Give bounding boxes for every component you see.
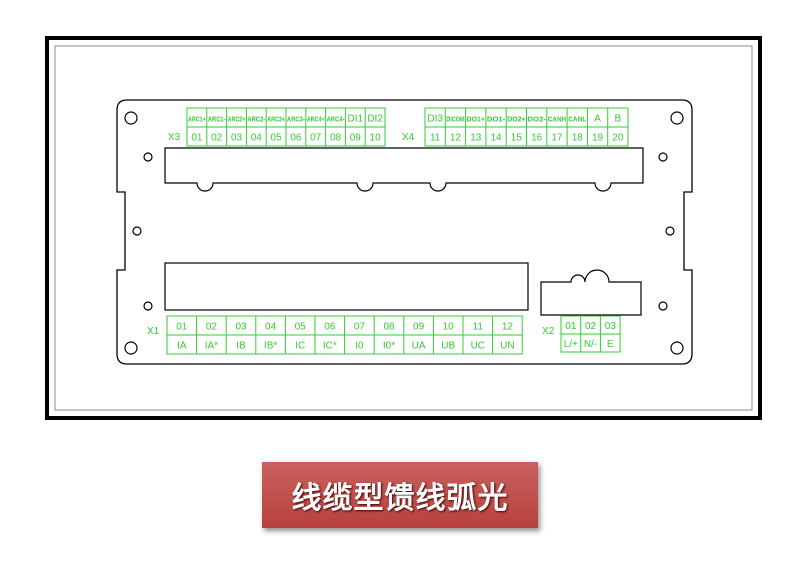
top-connector [164, 147, 644, 192]
hole-icon [658, 301, 668, 311]
x3-signal-cell: ARC4+ [307, 117, 325, 124]
x4-signal-cell: DO1- [487, 117, 506, 124]
x1-signal-cell: IA [177, 341, 187, 352]
x3-number-cell: 09 [350, 133, 362, 144]
hole-icon [670, 341, 684, 355]
terminal-tables: X3 ARC1+ 01 ARC1- 02 ARC2+ 03 ARC2- 04 ARC3+ 05 ARC… [147, 107, 629, 355]
x4-number-cell: 19 [592, 133, 604, 144]
x2-number-cell: 03 [605, 321, 617, 332]
hole-icon [143, 301, 153, 311]
x3-number-cell: 07 [310, 133, 322, 144]
x1-number-cell: 06 [324, 322, 336, 333]
x4-number-cell: 16 [531, 133, 543, 144]
x1-number-cell: 07 [354, 322, 366, 333]
x1-number-cell: 05 [295, 322, 307, 333]
x4-number-cell: 15 [511, 133, 523, 144]
x4-number-cell: 20 [612, 133, 624, 144]
x4-number-cell: 17 [551, 133, 563, 144]
x3-signal-cell: ARC4- [327, 117, 345, 124]
x4-signal-cell: DO2+ [507, 117, 525, 124]
hole-icon [658, 152, 668, 162]
x1-signal-cell: UB [441, 341, 455, 352]
x1-number-cell: 12 [502, 322, 514, 333]
mounting-holes [124, 111, 684, 355]
x4-number-cell: 13 [470, 133, 482, 144]
x3-signal-cell: ARC2- [247, 117, 265, 124]
x4-signal-cell: B [615, 114, 622, 125]
bottom-connector [164, 262, 529, 311]
x4-signal-cell: A [594, 114, 601, 125]
x1-signal-cell: I0* [383, 341, 395, 352]
x1-number-cell: 09 [413, 322, 425, 333]
x1-signal-cell: IB* [264, 341, 277, 352]
x1-label: X1 [147, 326, 160, 337]
power-connector [540, 269, 642, 316]
x3-signal-cell: DI2 [367, 114, 383, 125]
x3-number-cell: 05 [271, 133, 283, 144]
x2-signal-cell: E [607, 339, 614, 350]
x3-number-cell: 04 [251, 133, 263, 144]
x1-signal-cell: IC [295, 341, 305, 352]
x4-signal-cell: DO2- [528, 117, 547, 124]
x1-number-cell: 08 [383, 322, 395, 333]
caption-banner: 线缆型馈线弧光 [262, 462, 538, 528]
x1-signal-cell: UC [471, 341, 485, 352]
x4-number-cell: 18 [572, 133, 584, 144]
x1-number-cell: 02 [206, 322, 218, 333]
x4-number-cell: 11 [430, 133, 441, 144]
x4-signal-cell: DICOM [446, 117, 464, 124]
hole-icon [670, 111, 684, 125]
x3-number-cell: 10 [370, 133, 382, 144]
device-panel [116, 99, 693, 365]
hole-icon [143, 152, 153, 162]
hole-icon [132, 226, 142, 236]
x3-number-cell: 06 [290, 133, 302, 144]
hole-icon [124, 341, 138, 355]
x1-signal-cell: UA [412, 341, 426, 352]
x4-label: X4 [402, 132, 415, 143]
x1-number-cell: 01 [176, 322, 188, 333]
x3-label: X3 [168, 132, 181, 143]
x3-signal-cell: ARC2+ [228, 117, 246, 124]
x1-signal-cell: IB [236, 341, 246, 352]
x2-number-cell: 01 [565, 321, 577, 332]
x1-number-cell: 04 [265, 322, 277, 333]
inner-frame [54, 45, 753, 411]
x2-label: X2 [542, 326, 555, 337]
x2-signal-cell: L/+ [564, 339, 578, 350]
x3-number-cell: 08 [330, 133, 342, 144]
x4-signal-cell: CANH [548, 117, 566, 124]
x4-signal-cell: DI3 [427, 114, 443, 125]
outer-frame [45, 36, 762, 420]
x2-number-cell: 02 [585, 321, 597, 332]
x3-signal-cell: DI1 [348, 114, 364, 125]
x3-number-cell: 01 [191, 133, 203, 144]
x4-number-cell: 14 [490, 133, 502, 144]
x1-signal-cell: IA* [205, 341, 218, 352]
x1-number-cell: 10 [443, 322, 455, 333]
x3-signal-cell: ARC3- [287, 117, 305, 124]
hole-icon [124, 111, 138, 125]
hole-icon [665, 226, 675, 236]
x4-number-cell: 12 [450, 133, 462, 144]
x3-signal-cell: ARC3+ [267, 117, 285, 124]
x3-signal-cell: ARC1- [208, 117, 226, 124]
x1-signal-cell: IC* [323, 341, 337, 352]
x1-number-cell: 03 [235, 322, 247, 333]
x3-signal-cell: ARC1+ [188, 117, 206, 124]
x1-signal-cell: I0 [355, 341, 364, 352]
x1-signal-cell: UN [500, 341, 514, 352]
x4-signal-cell: CANL [568, 117, 587, 124]
x1-number-cell: 11 [473, 322, 484, 333]
x3-number-cell: 02 [211, 133, 223, 144]
x3-number-cell: 03 [231, 133, 243, 144]
x2-signal-cell: N/- [584, 339, 597, 350]
x4-signal-cell: DO1+ [467, 117, 485, 124]
